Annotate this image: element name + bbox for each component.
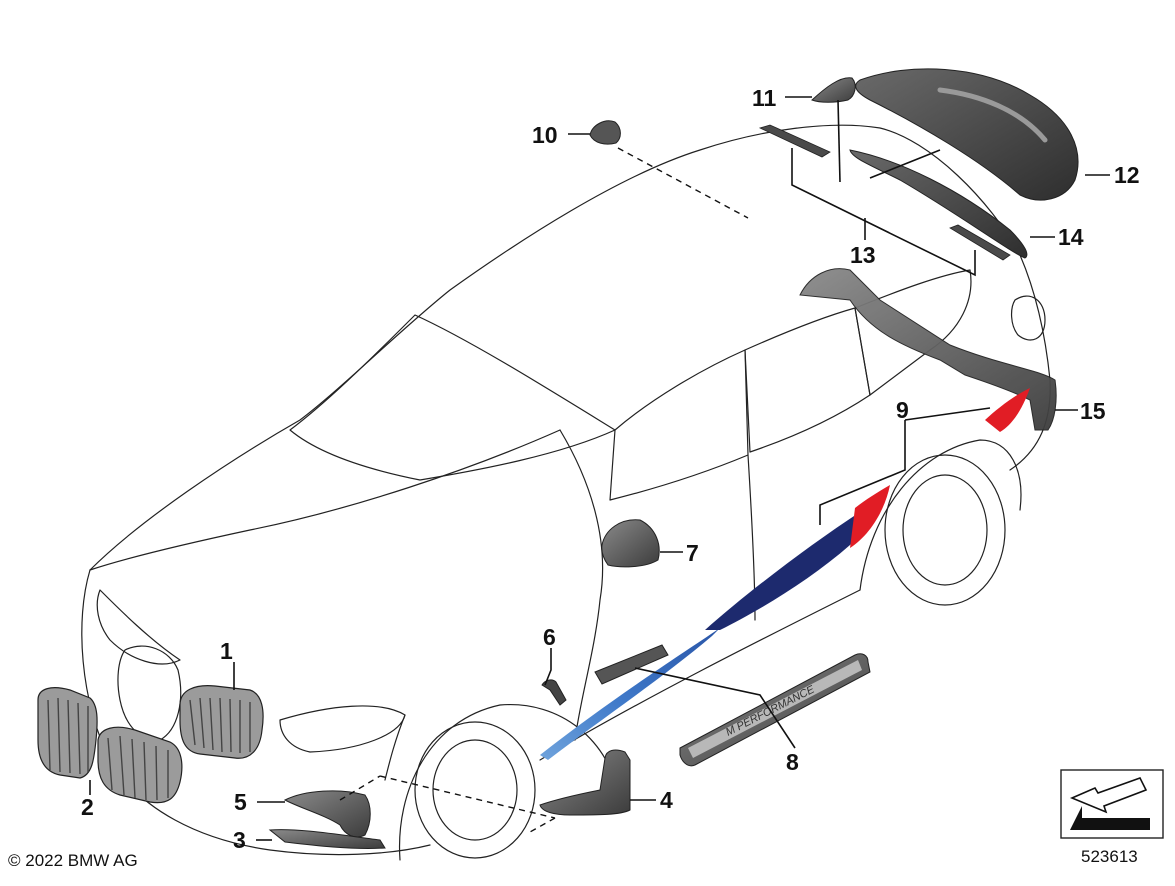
rear-diffuser-part [799,268,1057,431]
callout-12: 12 [1114,162,1140,188]
side-stripe-navy [705,512,865,630]
door-trim-bracket-part [541,679,567,706]
rear-spoiler-part [855,68,1079,201]
mirror-cap-part [601,519,660,568]
callout-5: 5 [234,789,247,815]
spoiler-fin-part [811,77,856,103]
roof-spoiler-lip-part [849,149,1028,259]
leader-lines [89,96,1110,841]
callout-1: 1 [220,638,233,664]
dashed-leader-lines [339,147,749,833]
callout-11: 11 [752,85,777,111]
callout-13: 13 [850,242,876,268]
front-kidney-grille-part [179,685,264,759]
diagram-number: 523613 [1081,847,1138,866]
callout-3: 3 [233,827,246,853]
double-kidney-grille-part [37,687,183,804]
front-splitter-part [268,829,386,849]
rear-spoiler-highlight [937,87,1048,143]
roof-trim-strip-part [758,124,831,158]
side-stripe-blue [540,628,720,760]
side-stripe-red-rear [985,388,1030,432]
callout-15: 15 [1080,398,1106,424]
car-body-outline [81,124,1051,861]
side-stripe-red-front [850,485,890,548]
sill-plate-on-car [594,644,669,685]
callout-14: 14 [1058,224,1084,250]
callout-9: 9 [896,397,909,423]
view-direction-icon [1060,769,1164,839]
callout-6: 6 [543,624,556,650]
roof-antenna-part [589,120,621,145]
front-side-flap-part [539,749,631,816]
callout-2: 2 [81,794,94,820]
door-sill-plate-face [688,660,862,758]
callout-4: 4 [660,787,673,813]
roof-trim-strip-part [949,224,1011,261]
callout-10: 10 [532,122,558,148]
front-air-intake-part [283,790,371,838]
copyright-text: © 2022 BMW AG [8,851,138,870]
callout-8: 8 [786,749,799,775]
callout-7: 7 [686,540,699,566]
